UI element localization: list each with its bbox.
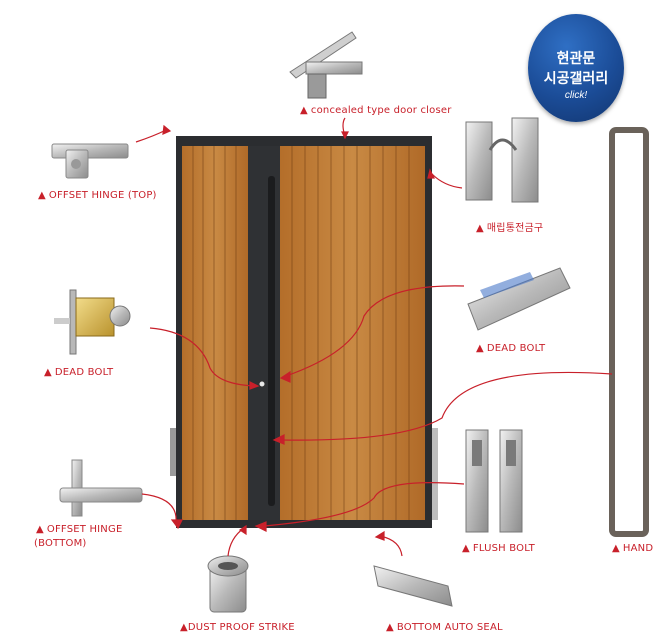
label-offset-hinge-bottom: ▲OFFSET HINGE (36, 524, 123, 535)
badge-line2: 시공갤러리 (543, 70, 609, 86)
label-dead-bolt-left: ▲DEAD BOLT (44, 367, 114, 378)
door-center-strip (248, 146, 280, 524)
dead-bolt-right-image (467, 267, 571, 331)
long-handle-image (609, 127, 649, 537)
offset-hinge-top-image (51, 143, 129, 179)
door-closer-image (289, 31, 363, 99)
badge-click: click! (564, 90, 588, 101)
label-offset-hinge-top: ▲OFFSET HINGE (TOP) (38, 190, 157, 201)
bottom-auto-seal-image (373, 565, 453, 607)
door-right-leaf (280, 146, 425, 524)
label-offset-hinge-bottom-2: (BOTTOM) (34, 538, 87, 549)
badge-line1: 현관문 (556, 50, 596, 66)
dead-bolt-left-image (54, 289, 131, 355)
gallery-badge-button[interactable]: 현관문 시공갤러리 click! (528, 14, 624, 122)
door-left-leaf (182, 146, 248, 524)
door-pull-bar (268, 176, 275, 506)
label-dead-bolt-right: ▲DEAD BOLT (476, 343, 546, 354)
flush-bolt-image (465, 429, 523, 533)
label-handle: ▲HAND (612, 543, 654, 554)
dust-proof-strike-image (207, 555, 249, 613)
door-keyhole (258, 380, 266, 388)
label-bottom-auto-seal: ▲BOTTOM AUTO SEAL (386, 622, 503, 633)
label-door-closer: ▲concealed type door closer (300, 105, 452, 116)
offset-hinge-bottom-image (59, 459, 143, 517)
annotation-arrows (135, 117, 613, 557)
mortise-fitting-image (465, 117, 539, 203)
label-flush-bolt: ▲FLUSH BOLT (462, 543, 535, 554)
label-dust-proof-strike: ▲DUST PROOF STRIKE (180, 622, 295, 633)
label-mortise-fitting: ▲매립통전금구 (476, 223, 544, 234)
